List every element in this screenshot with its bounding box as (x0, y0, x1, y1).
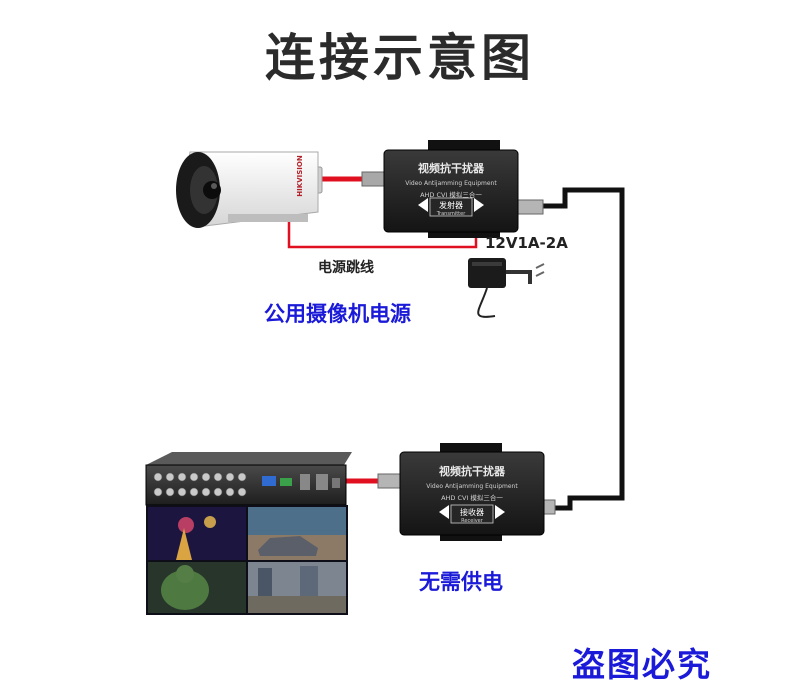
svg-text:Video Antijamming Equipment: Video Antijamming Equipment (405, 180, 497, 187)
watermark-text: 盗图必究 (572, 645, 712, 684)
dvr-bnc-ports (153, 472, 247, 497)
bnc-connector (377, 473, 403, 489)
bnc-connector (361, 171, 385, 187)
no-power-label: 无需供电 (419, 570, 503, 594)
svg-text:Video Antijamming Equipment: Video Antijamming Equipment (426, 483, 518, 490)
svg-text:Transmitter: Transmitter (436, 211, 466, 217)
receiver-device: 视频抗干扰器 Video Antijamming Equipment AHD C… (399, 443, 545, 541)
camera-brand: HIKVISION (296, 155, 304, 197)
page-title: 连接示意图 (265, 29, 535, 87)
dvr-recorder (145, 452, 352, 506)
bnc-connector (514, 199, 544, 215)
svg-text:Receiver: Receiver (461, 518, 484, 524)
svg-text:发射器: 发射器 (439, 200, 463, 210)
power-spec-label: 12V1A-2A (485, 234, 568, 252)
svg-text:接收器: 接收器 (460, 507, 484, 517)
transmission-cable (540, 187, 625, 511)
transmitter-device: 视频抗干扰器 Video Antijamming Equipment AHD C… (383, 140, 519, 238)
svg-text:AHD CVI 模拟三合一: AHD CVI 模拟三合一 (420, 190, 482, 199)
power-jumper-label: 电源跳线 (318, 260, 374, 276)
power-adapter (468, 258, 545, 318)
shared-power-label: 公用摄像机电源 (264, 302, 411, 326)
svg-text:视频抗干扰器: 视频抗干扰器 (439, 464, 506, 478)
svg-text:视频抗干扰器: 视频抗干扰器 (418, 161, 485, 175)
monitor-preview (146, 505, 348, 615)
svg-text:AHD CVI 模拟三合一: AHD CVI 模拟三合一 (441, 493, 503, 502)
camera: HIKVISION (176, 151, 323, 228)
